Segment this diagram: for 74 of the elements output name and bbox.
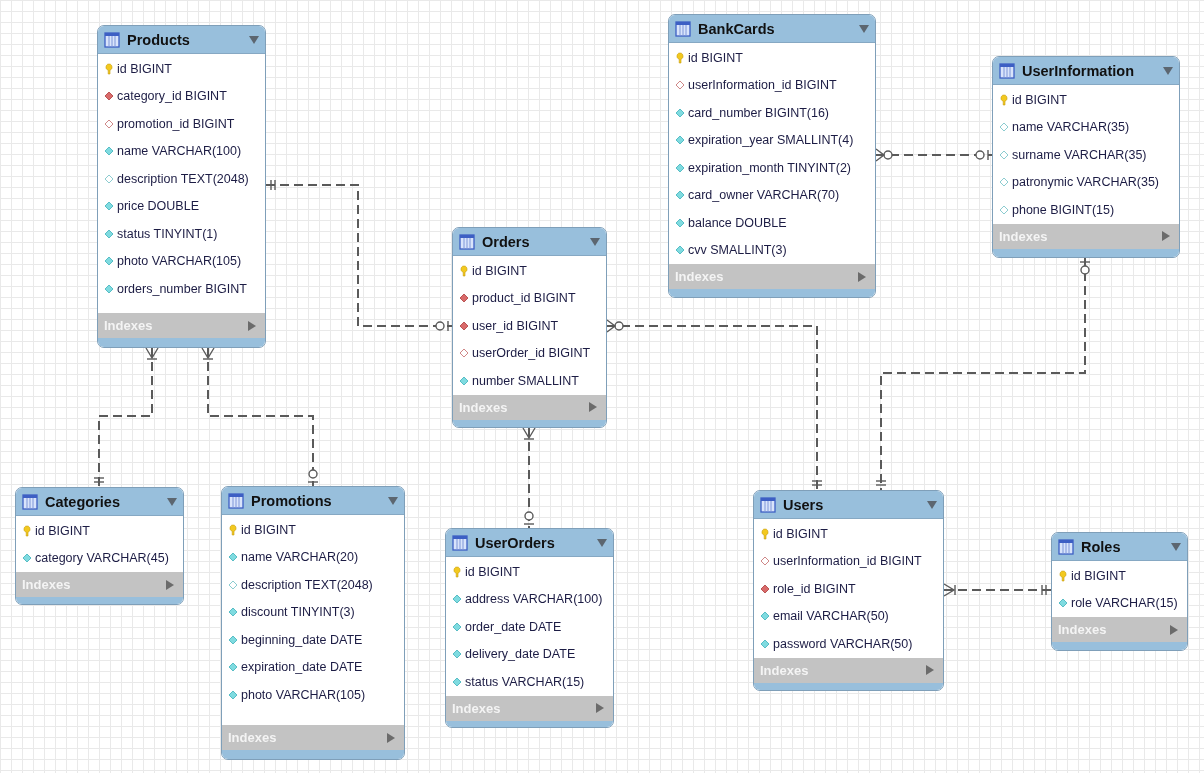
column-name: surname VARCHAR(35) (1012, 147, 1147, 162)
relationship-line (943, 583, 1052, 597)
relationship-line (522, 427, 536, 529)
column-name: card_number BIGINT(16) (688, 105, 830, 120)
column-name: userInformation_id BIGINT (688, 78, 837, 93)
table-card (445, 528, 614, 728)
relationship-line (201, 347, 319, 487)
column-name: orders_number BIGINT (117, 281, 247, 296)
relationship-line (606, 319, 823, 491)
table-title: UserOrders (475, 534, 556, 551)
table-title: Promotions (251, 492, 333, 509)
column-name: photo VARCHAR(105) (117, 254, 242, 269)
column-name: beginning_date DATE (241, 632, 363, 647)
column-name: category VARCHAR(45) (35, 551, 169, 566)
table-title: Users (783, 496, 825, 513)
column-name: password VARCHAR(50) (773, 636, 913, 651)
table-title: Orders (482, 233, 531, 250)
column-name: name VARCHAR(20) (241, 550, 359, 565)
column-name: number SMALLINT (472, 373, 579, 388)
column-name: name VARCHAR(35) (1012, 120, 1130, 135)
column-name: userInformation_id BIGINT (773, 554, 922, 569)
table-card (221, 486, 405, 760)
column-name: expiration_month TINYINT(2) (688, 160, 852, 175)
table-card (992, 56, 1180, 258)
column-name: category_id BIGINT (117, 89, 227, 104)
column-name: name VARCHAR(100) (117, 144, 242, 159)
table-card (668, 14, 876, 298)
column-name: id BIGINT (465, 564, 520, 579)
column-name: id BIGINT (1071, 568, 1126, 583)
column-name: balance DOUBLE (688, 215, 787, 230)
table-title: Products (127, 31, 191, 48)
column-name: id BIGINT (472, 263, 527, 278)
column-name: email VARCHAR(50) (773, 609, 889, 624)
column-name: expiration_date DATE (241, 660, 363, 675)
column-name: id BIGINT (688, 50, 743, 65)
column-name: product_id BIGINT (472, 291, 576, 306)
column-name: discount TINYINT(3) (241, 605, 355, 620)
table-card (15, 487, 184, 605)
column-name: card_owner VARCHAR(70) (688, 188, 840, 203)
table-title: Categories (45, 493, 121, 510)
column-name: id BIGINT (35, 523, 90, 538)
column-name: address VARCHAR(100) (465, 592, 603, 607)
column-name: patronymic VARCHAR(35) (1012, 175, 1160, 190)
column-name: role VARCHAR(15) (1071, 596, 1178, 611)
column-name: delivery_date DATE (465, 647, 576, 662)
table-title: UserInformation (1022, 62, 1135, 79)
relationship-line (875, 148, 993, 162)
column-name: status VARCHAR(15) (465, 674, 585, 689)
table-card (452, 227, 607, 428)
column-name: price DOUBLE (117, 199, 199, 214)
table-title: BankCards (698, 20, 776, 37)
relationship-line (875, 257, 1091, 491)
column-name: expiration_year SMALLINT(4) (688, 133, 854, 148)
column-name: photo VARCHAR(105) (241, 687, 366, 702)
column-name: id BIGINT (1012, 92, 1067, 107)
column-name: userOrder_id BIGINT (472, 346, 591, 361)
column-name: cvv SMALLINT(3) (688, 243, 787, 258)
relationship-line (93, 347, 159, 488)
column-name: promotion_id BIGINT (117, 116, 235, 131)
table-card (97, 25, 266, 348)
column-name: status TINYINT(1) (117, 226, 218, 241)
column-name: description TEXT(2048) (241, 577, 373, 592)
column-name: id BIGINT (773, 526, 828, 541)
column-name: user_id BIGINT (472, 318, 559, 333)
table-card (1051, 532, 1188, 651)
column-name: id BIGINT (117, 61, 172, 76)
column-name: description TEXT(2048) (117, 171, 249, 186)
column-name: order_date DATE (465, 619, 562, 634)
column-name: id BIGINT (241, 522, 296, 537)
table-title: Roles (1081, 538, 1122, 555)
relationship-line (265, 179, 453, 332)
column-name: phone BIGINT(15) (1012, 202, 1115, 217)
table-card (753, 490, 944, 691)
column-name: role_id BIGINT (773, 581, 856, 596)
